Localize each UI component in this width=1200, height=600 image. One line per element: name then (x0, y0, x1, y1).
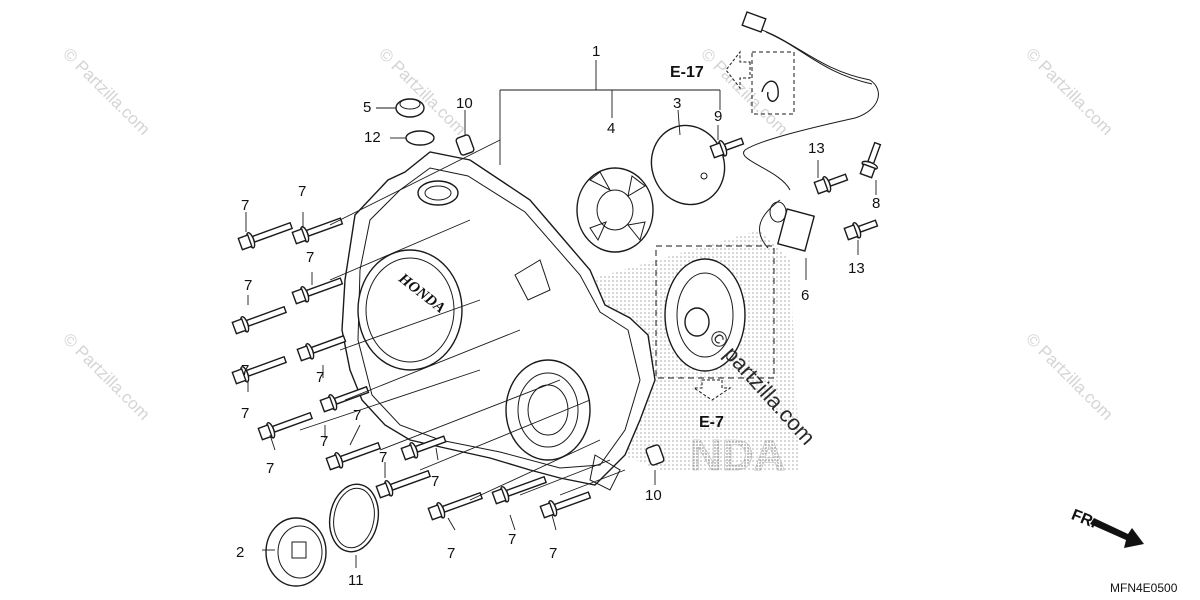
bolt (813, 173, 849, 195)
bolt (257, 411, 314, 441)
crank-cap (265, 517, 327, 587)
watermark-text: © Partzilla.com (375, 44, 469, 138)
oil-filler-cap (395, 98, 425, 118)
callout-3: 3 (673, 95, 681, 112)
reference-e17: E-17 (670, 64, 704, 81)
callout-8: 8 (872, 195, 880, 212)
watermark-text: © Partzilla.com (1022, 44, 1116, 138)
callout-12: 12 (364, 129, 381, 146)
callout-7: 7 (241, 405, 249, 422)
callout-7: 7 (306, 249, 314, 266)
watermark-text: © Partzilla.com (59, 329, 153, 423)
cover-plate (650, 124, 726, 206)
callout-13: 13 (848, 260, 865, 277)
callout-7: 7 (244, 277, 252, 294)
callout-10: 10 (645, 487, 662, 504)
watermark-text: © Partzilla.com (1022, 329, 1116, 423)
leader-lines (245, 60, 877, 568)
bolt (291, 277, 344, 305)
bolt (427, 491, 484, 521)
bolt (709, 137, 745, 159)
watermark-text: © Partzilla.com (59, 44, 153, 138)
callout-7: 7 (241, 197, 249, 214)
wire-harness (741, 11, 879, 252)
background-logo-text: NDA (690, 431, 785, 480)
callout-7: 7 (316, 369, 324, 386)
callout-7: 7 (549, 545, 557, 562)
callout-1: 1 (592, 43, 600, 60)
bolt (231, 305, 288, 335)
callout-6: 6 (801, 287, 809, 304)
bolts (231, 137, 882, 521)
callout-4: 4 (607, 120, 615, 137)
dowel-pin (455, 134, 475, 156)
bolt (843, 219, 879, 241)
dowel-pin (645, 444, 665, 466)
callout-7: 7 (320, 433, 328, 450)
stator (655, 245, 775, 379)
diagram-code: MFN4E0500 (1110, 581, 1178, 595)
bolt (859, 141, 882, 179)
crankcase-cover: HONDA (341, 151, 656, 491)
bolt (375, 469, 432, 499)
callout-5: 5 (363, 99, 371, 116)
callout-9: 9 (714, 108, 722, 125)
ref-arrow-e17 (725, 50, 795, 115)
bolt (400, 435, 447, 461)
callout-7: 7 (353, 407, 361, 424)
callout-7: 7 (266, 460, 274, 477)
callout-7: 7 (379, 449, 387, 466)
rotor-part (576, 167, 654, 253)
bolt (296, 334, 347, 362)
front-arrow: FR. (1069, 507, 1144, 548)
callout-10: 10 (456, 95, 473, 112)
bolt (231, 355, 288, 385)
callout-13: 13 (808, 140, 825, 157)
bolt (319, 385, 370, 413)
front-arrow-label: FR. (1069, 507, 1099, 532)
reference-e7: E-7 (699, 414, 724, 431)
bolt (291, 217, 344, 245)
ref-arrow-e7 (692, 379, 732, 401)
callouts: 1 2 3 4 5 6 8 9 10 10 11 12 13 13 7 7 7 … (236, 43, 880, 589)
bolt (237, 221, 294, 251)
callout-7: 7 (298, 183, 306, 200)
callout-7: 7 (447, 545, 455, 562)
callout-7: 7 (508, 531, 516, 548)
callout-7: 7 (241, 362, 249, 379)
bolt (491, 475, 548, 505)
gasket-ring (328, 483, 380, 553)
callout-2: 2 (236, 544, 244, 561)
bolt (325, 441, 382, 471)
callout-7: 7 (431, 473, 439, 490)
bolt (539, 491, 592, 519)
callout-11: 11 (348, 572, 364, 589)
o-ring (405, 130, 435, 146)
